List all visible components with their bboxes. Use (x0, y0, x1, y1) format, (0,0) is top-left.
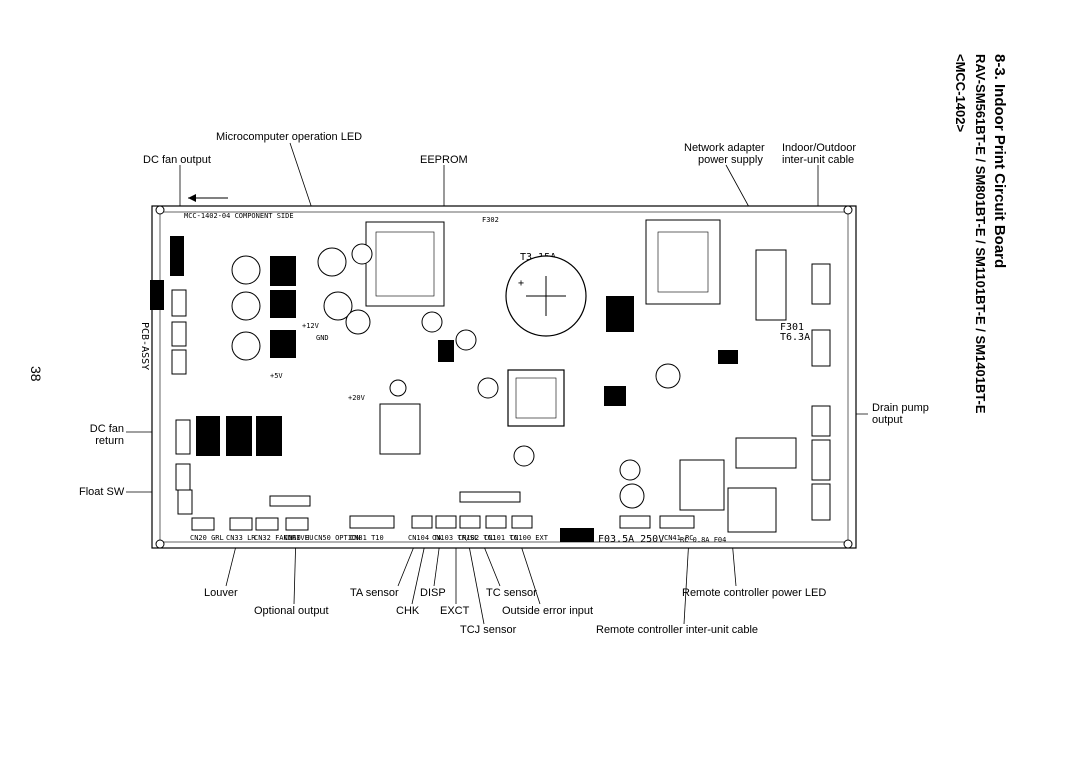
v20-label: +20V (348, 394, 366, 402)
fuse-f301: F301 (780, 322, 804, 333)
ic-block-left (379, 403, 421, 455)
callout-remote-cable: Remote controller inter-unit cable (596, 624, 759, 636)
bottom-connector-label: CN33 LR (226, 534, 256, 542)
callout-indoor-outdoor: Indoor/Outdoor (782, 142, 856, 154)
bottom-connector-label: CN81 T10 (350, 534, 384, 542)
callout-micro-led: Microcomputer operation LED (216, 131, 363, 143)
callout-tcj-sensor: TCJ sensor (460, 624, 517, 636)
callout-remote-led: Remote controller power LED (682, 587, 827, 599)
callout-indoor-outdoor-2: inter-unit cable (782, 154, 855, 166)
callout-dc-fan-return-2: return (95, 435, 124, 447)
fuse-f302: F302 (482, 216, 499, 224)
callout-chk: CHK (396, 605, 420, 617)
callout-disp: DISP (420, 587, 446, 599)
fuse-f301-rating: T6.3A (780, 332, 810, 343)
bottom-connector-label: CN103 TF/SL (432, 534, 478, 542)
callout-optional-output: Optional output (254, 605, 329, 617)
bottom-connector-label: CN60 HU (284, 534, 314, 542)
callout-dc-fan-output: DC fan output (143, 154, 211, 166)
bottom-connectors (191, 491, 695, 531)
callout-ta-sensor: TA sensor (350, 587, 399, 599)
main-capacitor: + (505, 255, 587, 337)
relays (679, 249, 797, 533)
pcb-assy-label: PCB-ASSY (139, 322, 150, 370)
bottom-connector-label: CN100 EXT (510, 534, 549, 542)
gnd-label: GND (316, 334, 329, 342)
callout-outside-error: Outside error input (502, 605, 594, 617)
bottom-connector-label: CN50 OPTION (314, 534, 360, 542)
svg-text:+: + (518, 278, 524, 289)
callout-float-sw: Float SW (79, 486, 125, 498)
callout-dc-fan-return: DC fan (89, 423, 124, 435)
v5-label: +5V (270, 372, 283, 380)
callout-network-adapter: Network adapter (684, 142, 765, 154)
bottom-connector-label: CN32 FANDRIVE (254, 534, 309, 542)
left-connectors (171, 289, 193, 515)
fuse-f03-rating: F03.5A 250V (598, 534, 664, 545)
right-connectors (811, 263, 831, 521)
callout-drain-pump-2: output (872, 414, 903, 426)
capacitors (231, 243, 681, 509)
callout-network-adapter-2: power supply (698, 154, 763, 166)
microcontroller (507, 369, 565, 427)
callout-louver: Louver (204, 587, 238, 599)
bottom-connector-label: CN104 TA (408, 534, 443, 542)
bottom-connector-label: CN101 TC (484, 534, 518, 542)
fuse-f04-rating: RC 0.8A F04 (680, 536, 726, 544)
board-model-text: MCC-1402-04 COMPONENT SIDE (184, 212, 294, 220)
callout-exct: EXCT (440, 605, 470, 617)
callout-tc-sensor: TC sensor (486, 587, 537, 599)
v12-label: +12V (302, 322, 320, 330)
bottom-connector-label: CN20 GRL (190, 534, 224, 542)
bottom-connector-label: CN41 RC (664, 534, 694, 542)
ic-blocks (150, 236, 738, 542)
bottom-connector-label: CN102 TCJ (458, 534, 496, 542)
callout-eeprom: EEPROM (420, 154, 468, 166)
transformer-t301 (365, 219, 721, 307)
callout-drain-pump: Drain pump (872, 402, 929, 414)
